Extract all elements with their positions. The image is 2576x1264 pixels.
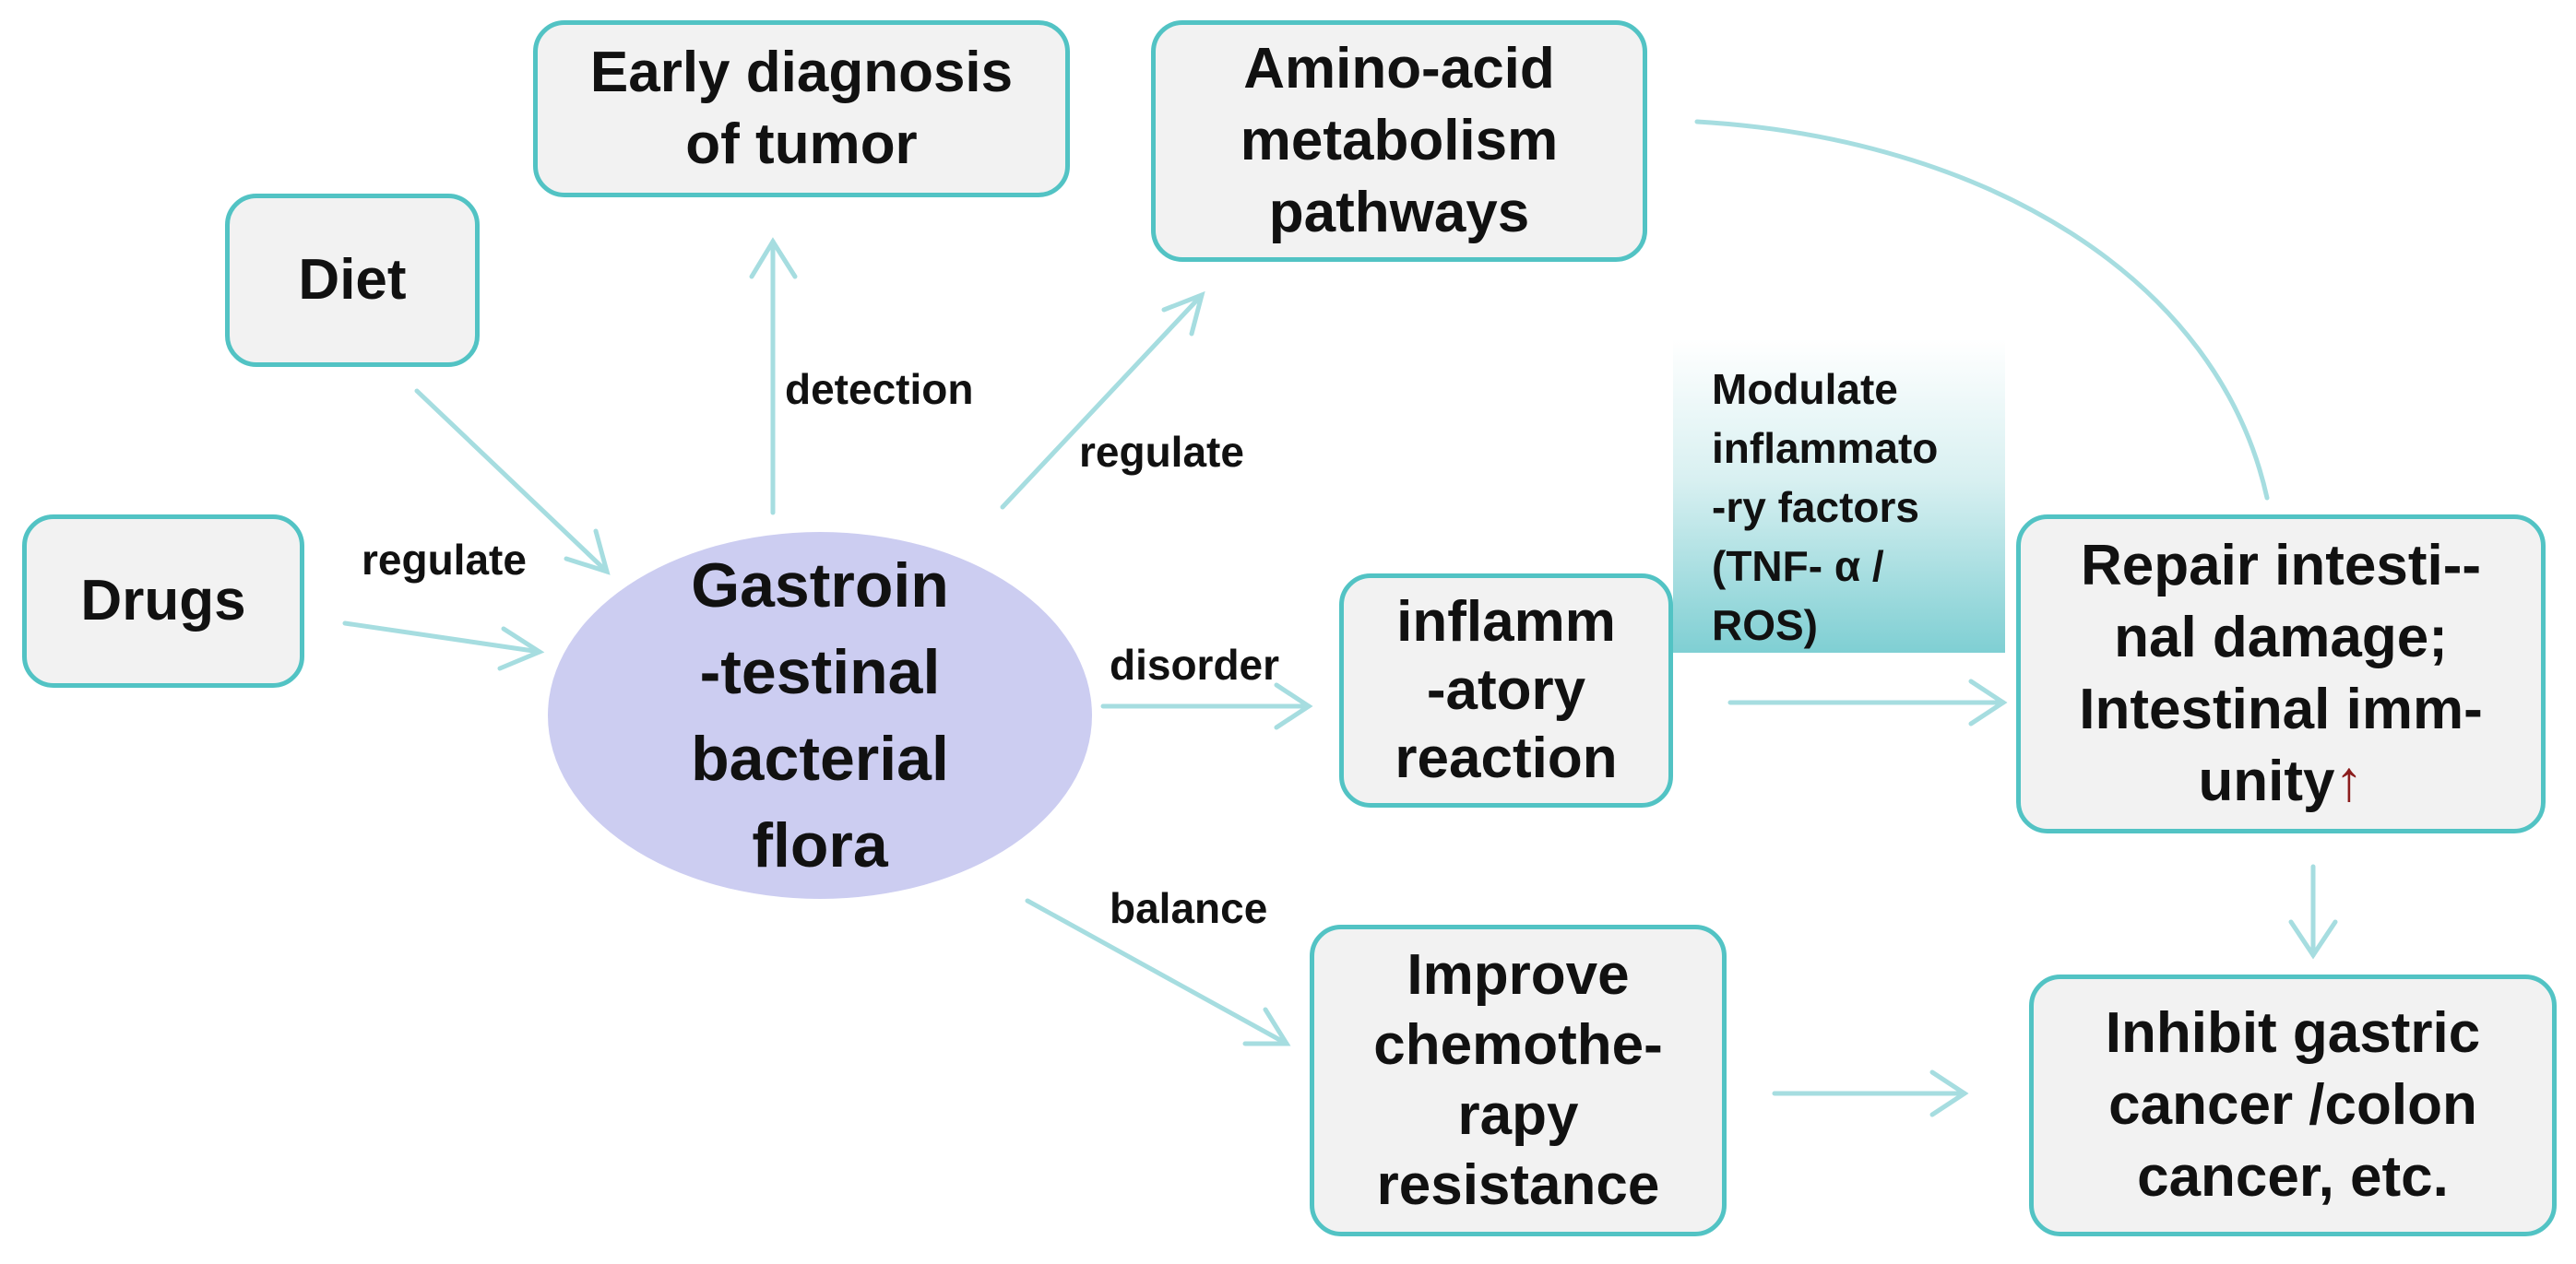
node-gastrointestinal-flora-text: Gastroin -testinal bacterial flora	[691, 550, 949, 880]
arrowhead-amino	[1161, 290, 1205, 337]
arrowhead-repair	[1968, 679, 2008, 727]
arrowhead-drugs	[497, 626, 545, 671]
arrowhead-diet	[564, 528, 611, 575]
edge-drugs-to-flora	[342, 620, 542, 655]
node-improve-chemotherapy-text: Improve chemothe- rapy resistance	[1373, 943, 1663, 1217]
node-inhibit-cancer-text: Inhibit gastric cancer /colon cancer, et…	[2105, 1001, 2481, 1209]
node-modulate-factors-text: Modulate inflammato -ry factors (TNF- α …	[1712, 365, 1939, 649]
arrowhead-inhibit-right	[1929, 1069, 1969, 1117]
node-inflammatory-reaction: inflamm -atory reaction	[1339, 573, 1673, 808]
label-regulate-right: regulate	[1079, 428, 1244, 476]
label-regulate-left: regulate	[362, 536, 527, 584]
node-early-diagnosis: Early diagnosis of tumor	[533, 20, 1070, 197]
edge-amino-to-repair	[1694, 119, 2270, 501]
node-gastrointestinal-flora: Gastroin -testinal bacterial flora	[548, 532, 1092, 899]
node-early-diagnosis-text: Early diagnosis of tumor	[589, 41, 1014, 176]
node-improve-chemotherapy: Improve chemothe- rapy resistance	[1310, 925, 1727, 1236]
node-repair-content: Repair intesti-- nal damage; Intestinal …	[2079, 530, 2483, 818]
arrowhead-diagnosis	[749, 237, 798, 279]
node-amino-acid: Amino-acid metabolism pathways	[1151, 20, 1647, 262]
edge-flora-to-amino	[1000, 292, 1205, 510]
node-drugs: Drugs	[22, 514, 304, 688]
arrowhead-improve	[1242, 1007, 1291, 1046]
label-detection: detection	[785, 365, 974, 413]
node-diet: Diet	[225, 194, 480, 367]
node-amino-acid-text: Amino-acid metabolism pathways	[1240, 37, 1559, 244]
label-balance: balance	[1110, 884, 1268, 932]
arrowhead-inhibit-down	[2288, 919, 2338, 960]
node-diet-text: Diet	[298, 248, 407, 312]
edge-flora-to-improve	[1025, 898, 1289, 1046]
node-repair-text: Repair intesti-- nal damage; Intestinal …	[2079, 534, 2483, 813]
node-inhibit-cancer: Inhibit gastric cancer /colon cancer, et…	[2029, 975, 2557, 1236]
label-disorder: disorder	[1110, 641, 1280, 689]
node-inflammatory-reaction-text: inflamm -atory reaction	[1395, 590, 1618, 790]
edge-diet-to-flora	[414, 388, 610, 574]
up-arrow-icon: ↑	[2334, 750, 2364, 813]
node-repair: Repair intesti-- nal damage; Intestinal …	[2016, 514, 2546, 833]
node-drugs-text: Drugs	[80, 569, 246, 632]
node-modulate-factors: Modulate inflammato -ry factors (TNF- α …	[1673, 339, 2005, 653]
arrowhead-inflammatory	[1274, 682, 1313, 730]
